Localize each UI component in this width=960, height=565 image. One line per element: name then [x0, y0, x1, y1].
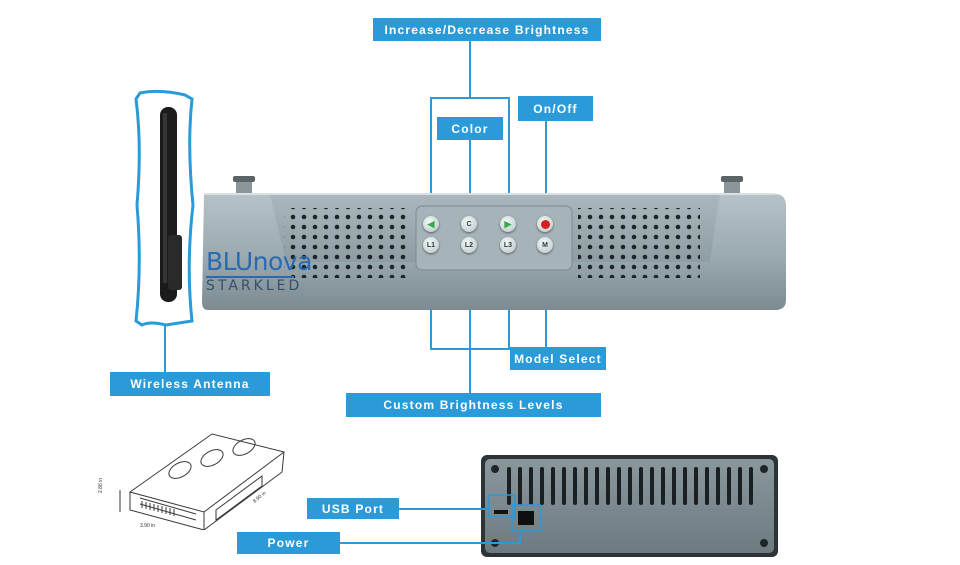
brand-product: STARKLED — [206, 278, 303, 294]
level-2-button[interactable]: L2 — [461, 237, 477, 253]
power-jack[interactable] — [518, 511, 534, 525]
left-arrow-icon: ◀ — [427, 218, 435, 229]
dim-width-label: 3.90 in — [140, 523, 156, 529]
right-arrow-icon: ▶ — [504, 218, 512, 229]
brightness-leader-line — [469, 41, 471, 98]
level-3-button[interactable]: L3 — [500, 237, 516, 253]
level-1-button[interactable]: L1 — [423, 237, 439, 253]
label-color: Color — [437, 117, 503, 140]
wireless-antenna — [134, 89, 195, 327]
controller-body — [202, 176, 786, 310]
label-usb-port: USB Port — [307, 498, 399, 519]
label-wireless-antenna: Wireless Antenna — [110, 372, 270, 396]
usb-leader-line — [399, 508, 489, 510]
custom-levels-leader-line — [469, 250, 471, 395]
label-onoff: On/Off — [518, 96, 593, 121]
model-select-button[interactable]: M — [537, 237, 553, 253]
color-button[interactable]: C — [461, 216, 477, 232]
power-leader-line-v — [519, 530, 521, 544]
brand-logo: BLUnova — [206, 247, 312, 276]
usb-port[interactable] — [494, 510, 508, 514]
decrease-brightness-button[interactable]: ◀ — [423, 216, 439, 232]
label-model-select: Model Select — [510, 347, 606, 370]
dim-height-label: 2.86 in — [98, 477, 104, 493]
brand-underline — [206, 276, 294, 278]
color-leader-line — [469, 139, 471, 215]
label-brightness: Increase/Decrease Brightness — [373, 18, 601, 41]
increase-brightness-button[interactable]: ▶ — [500, 216, 516, 232]
dimension-sketch — [119, 433, 286, 530]
rear-panel — [481, 455, 778, 557]
label-custom-brightness: Custom Brightness Levels — [346, 393, 601, 417]
antenna-leader-line — [164, 322, 166, 374]
power-leader-line-h — [340, 542, 521, 544]
onoff-leader-line — [545, 121, 547, 215]
power-button[interactable] — [537, 216, 553, 232]
label-power: Power — [237, 532, 340, 554]
power-icon — [540, 219, 550, 229]
